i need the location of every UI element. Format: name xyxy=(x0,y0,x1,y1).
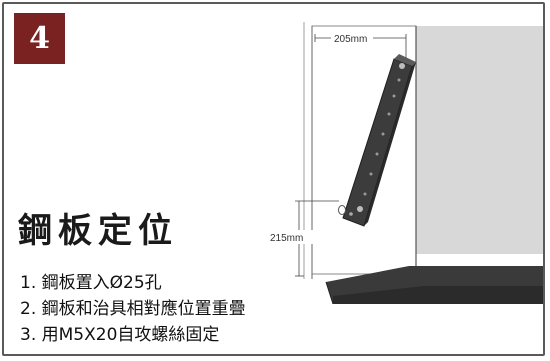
steel-plate xyxy=(338,54,416,227)
cabinet-steel-plate-illustration: 205mm 215mm xyxy=(268,22,543,305)
instruction-steps: 1. 鋼板置入Ø25孔 2. 鋼板和治具相對應位置重疊 3. 用M5X20自攻螺… xyxy=(20,270,246,348)
instruction-card: 4 205mm 215mm xyxy=(2,2,545,356)
step-number-badge: 4 xyxy=(14,13,65,64)
height-dimension-label: 215mm xyxy=(270,233,303,244)
step-item: 1. 鋼板置入Ø25孔 xyxy=(20,273,162,293)
width-dimension-label: 205mm xyxy=(334,34,367,45)
step-item: 2. 鋼板和治具相對應位置重疊 xyxy=(20,299,246,319)
page-title: 鋼板定位 xyxy=(18,211,178,251)
step-item: 3. 用M5X20自攻螺絲固定 xyxy=(20,325,220,345)
cabinet-right-panel xyxy=(416,26,543,254)
